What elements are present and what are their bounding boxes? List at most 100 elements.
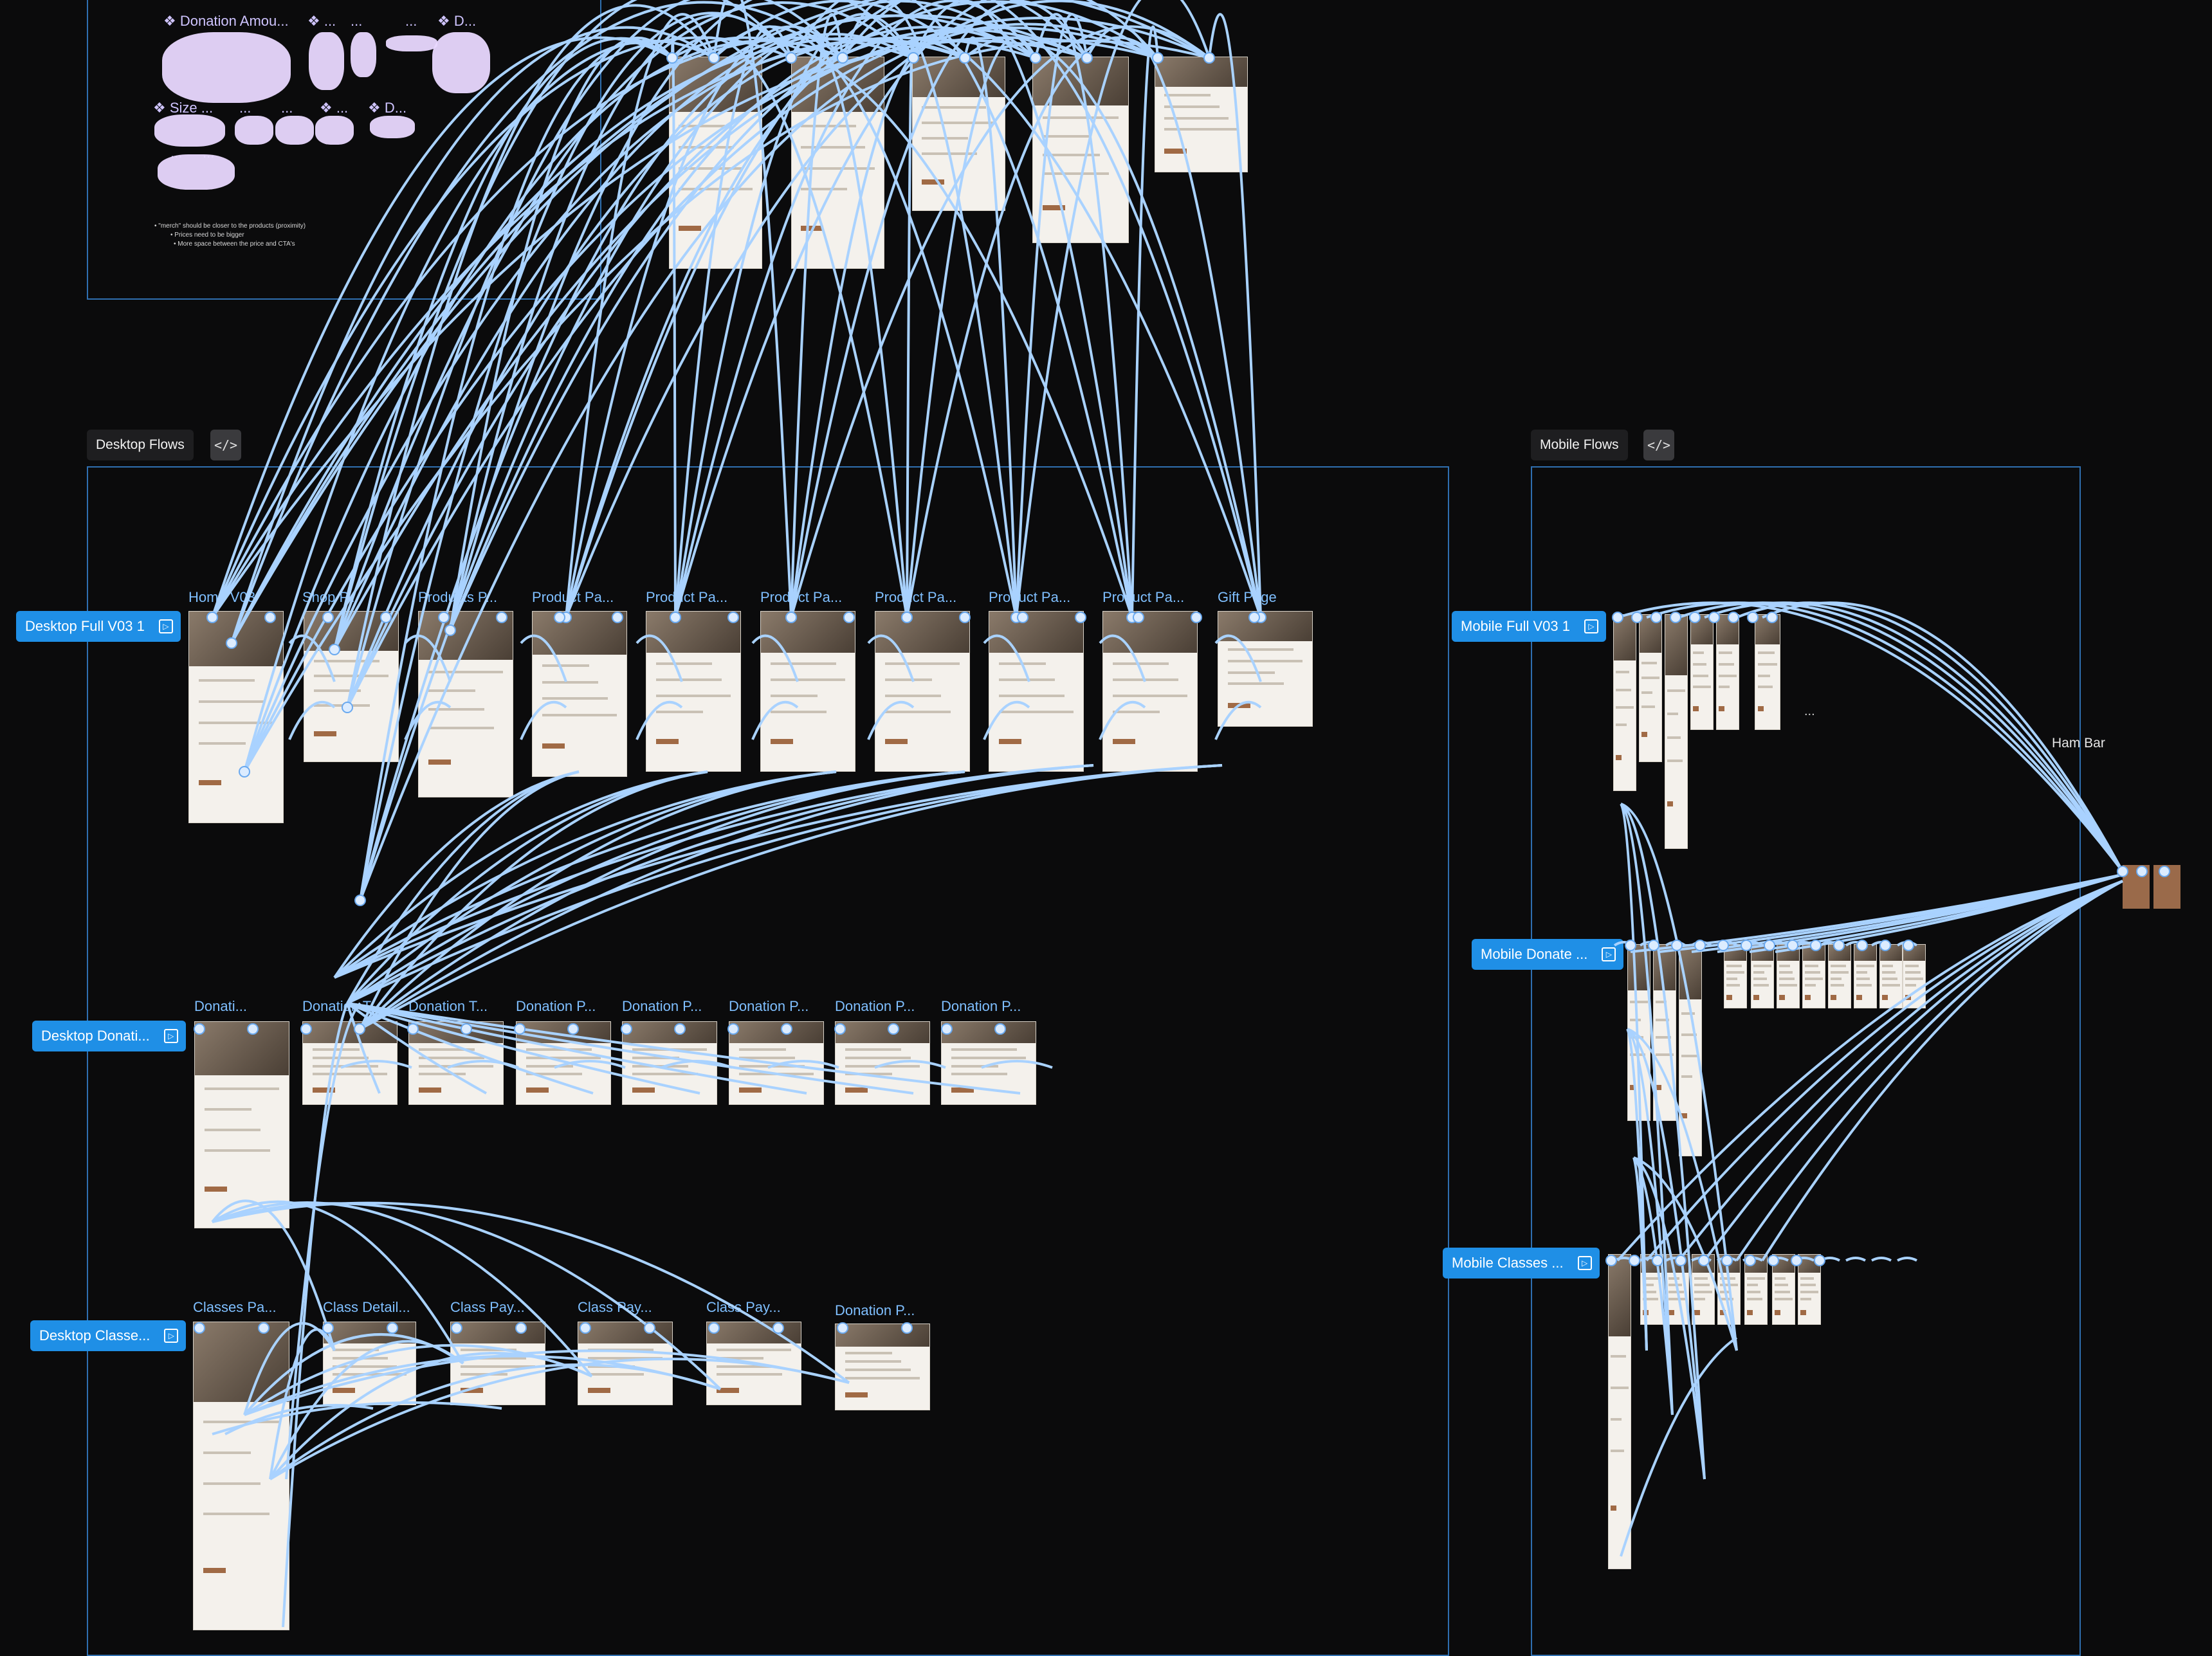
connection-node[interactable] <box>1728 612 1739 623</box>
flow-desktop-donation[interactable]: Desktop Donati...▷ <box>32 1021 186 1051</box>
frame-thumbnail[interactable] <box>835 1324 930 1410</box>
frame-thumbnail[interactable] <box>835 1021 930 1105</box>
component-variants-3[interactable] <box>351 32 376 77</box>
component-title-7[interactable]: ... <box>281 100 293 116</box>
connection-node[interactable] <box>901 1322 913 1334</box>
connection-node[interactable] <box>1075 612 1086 623</box>
connection-node[interactable] <box>959 52 971 64</box>
connection-node[interactable] <box>708 1322 720 1334</box>
frame-thumbnail[interactable] <box>1879 944 1903 1008</box>
frame-thumbnail[interactable] <box>875 611 970 772</box>
connection-node[interactable] <box>1741 940 1752 951</box>
frame-thumbnail[interactable] <box>1798 1254 1821 1325</box>
connection-node[interactable] <box>674 1023 686 1035</box>
frame-title-donation-p2[interactable]: Donation P... <box>622 998 702 1014</box>
connection-node[interactable] <box>239 766 250 778</box>
connection-node[interactable] <box>1744 1255 1756 1266</box>
connection-node[interactable] <box>1203 52 1215 64</box>
component-variants-9[interactable] <box>370 116 415 138</box>
connection-node[interactable] <box>1766 612 1778 623</box>
connection-node[interactable] <box>1605 1255 1617 1266</box>
flow-mobile-donate[interactable]: Mobile Donate ...▷ <box>1472 939 1624 970</box>
connection-node[interactable] <box>1717 940 1729 951</box>
connection-node[interactable] <box>727 612 739 623</box>
connection-node[interactable] <box>322 1322 334 1334</box>
connection-node[interactable] <box>354 895 366 906</box>
connection-node[interactable] <box>837 1322 848 1334</box>
connection-node[interactable] <box>2136 866 2148 877</box>
connection-node[interactable] <box>1694 940 1706 951</box>
frame-title-gift[interactable]: Gift Page <box>1218 589 1277 605</box>
connection-node[interactable] <box>1675 1255 1686 1266</box>
connection-node[interactable] <box>908 52 919 64</box>
connection-node[interactable] <box>901 612 913 623</box>
frame-title-product-2[interactable]: Product Pa... <box>646 589 728 605</box>
connection-node[interactable] <box>461 1023 472 1035</box>
mobile-code-icon[interactable]: </> <box>1643 430 1674 460</box>
connection-node[interactable] <box>1248 612 1260 623</box>
desktop-code-icon[interactable]: </> <box>210 430 241 460</box>
connection-node[interactable] <box>2159 866 2170 877</box>
connection-node[interactable] <box>567 1023 579 1035</box>
connection-node[interactable] <box>1030 52 1041 64</box>
connection-node[interactable] <box>515 1322 527 1334</box>
frame-thumbnail[interactable] <box>1665 614 1688 849</box>
connection-node[interactable] <box>1152 52 1164 64</box>
frame-title-donation-p1[interactable]: Donation P... <box>516 998 596 1014</box>
desktop-flows-label[interactable]: Desktop Flows <box>87 430 194 460</box>
connection-node[interactable] <box>785 612 797 623</box>
connection-node[interactable] <box>1670 612 1681 623</box>
connection-node[interactable] <box>264 612 276 623</box>
connection-node[interactable] <box>612 612 623 623</box>
connection-node[interactable] <box>1652 1255 1663 1266</box>
flow-desktop-classes[interactable]: Desktop Classe...▷ <box>30 1320 187 1351</box>
connection-node[interactable] <box>354 1023 365 1035</box>
connection-node[interactable] <box>621 1023 632 1035</box>
connection-node[interactable] <box>1810 940 1822 951</box>
connection-node[interactable] <box>727 1023 739 1035</box>
frame-thumbnail[interactable] <box>194 1021 289 1228</box>
frame-title-product-5[interactable]: Product Pa... <box>989 589 1071 605</box>
connection-node[interactable] <box>1191 612 1202 623</box>
component-title-4[interactable]: ... <box>405 13 417 29</box>
connection-node[interactable] <box>444 624 456 636</box>
frame-title-donation-main[interactable]: Donati... <box>194 998 247 1014</box>
connection-node[interactable] <box>994 1023 1006 1035</box>
connection-node[interactable] <box>247 1023 259 1035</box>
component-variants-8[interactable] <box>315 116 354 145</box>
play-icon[interactable]: ▷ <box>1602 947 1616 961</box>
connection-node[interactable] <box>1017 612 1028 623</box>
flow-mobile-full[interactable]: Mobile Full V03 1▷ <box>1452 611 1606 642</box>
play-icon[interactable]: ▷ <box>158 619 173 633</box>
frame-thumbnail[interactable] <box>646 611 741 772</box>
connection-node[interactable] <box>888 1023 899 1035</box>
frame-title-product-4[interactable]: Product Pa... <box>875 589 957 605</box>
play-icon[interactable]: ▷ <box>1584 619 1598 633</box>
connection-node[interactable] <box>1856 940 1868 951</box>
connection-node[interactable] <box>1791 1255 1802 1266</box>
frame-title-class-pay-1[interactable]: Class Pay... <box>450 1299 525 1315</box>
connection-node[interactable] <box>496 612 507 623</box>
frame-title-donation-t2[interactable]: Donation T... <box>408 998 488 1014</box>
play-icon[interactable]: ▷ <box>164 1329 179 1343</box>
connection-node[interactable] <box>959 612 971 623</box>
component-title-2[interactable]: ❖ ... <box>307 13 336 29</box>
component-variants-10[interactable] <box>158 154 235 190</box>
connection-node[interactable] <box>1629 1255 1640 1266</box>
connection-node[interactable] <box>1648 940 1659 951</box>
connection-node[interactable] <box>1768 1255 1779 1266</box>
component-title-9[interactable]: ❖ D... <box>368 100 407 116</box>
connection-node[interactable] <box>1631 612 1643 623</box>
connection-node[interactable] <box>258 1322 270 1334</box>
connection-node[interactable] <box>2117 866 2128 877</box>
frame-thumbnail[interactable] <box>450 1322 545 1405</box>
connection-node[interactable] <box>670 612 681 623</box>
component-variants-6[interactable] <box>235 116 273 145</box>
connection-node[interactable] <box>1747 612 1759 623</box>
play-icon[interactable]: ▷ <box>1577 1256 1592 1270</box>
hamburger-bar-label[interactable]: Ham Bar <box>2052 736 2105 751</box>
frame-thumbnail[interactable] <box>1777 944 1800 1008</box>
frame-thumbnail[interactable] <box>760 611 855 772</box>
component-variants-4[interactable] <box>386 35 437 51</box>
